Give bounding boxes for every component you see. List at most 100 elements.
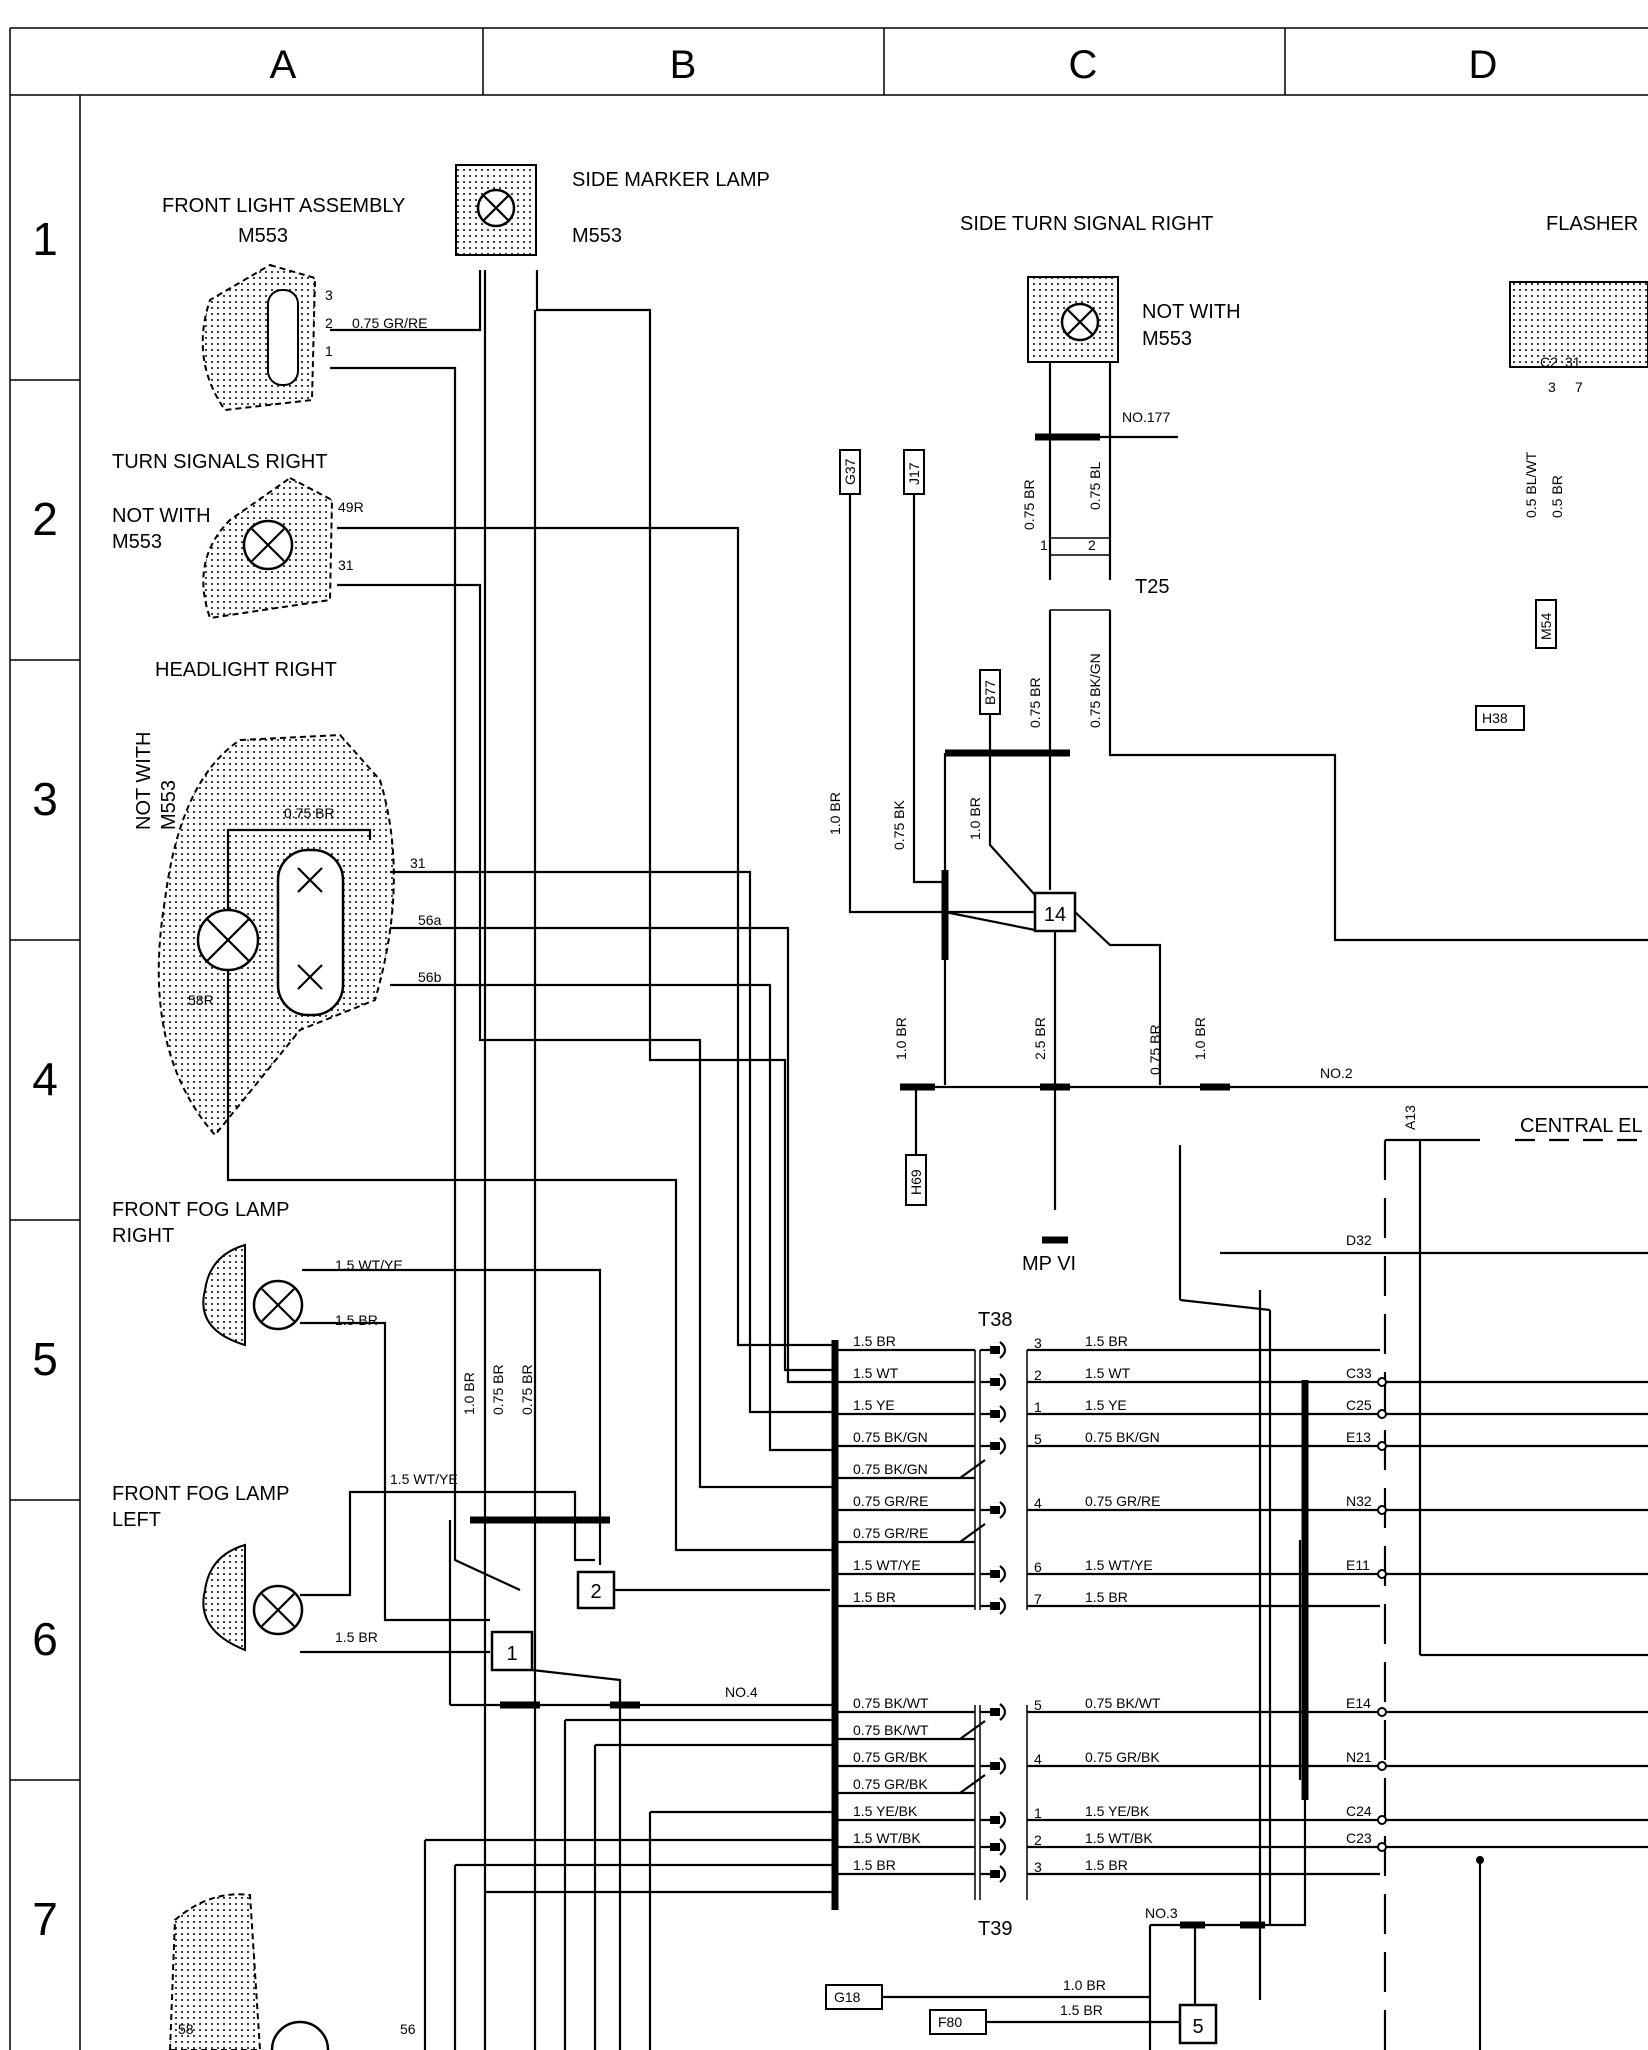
node-label: 1 <box>506 1643 517 1665</box>
plug-icon <box>999 1811 1007 1829</box>
wire-label: 0.75 BK/GN <box>1087 653 1103 728</box>
ref-label: H69 <box>908 1169 924 1195</box>
terminal-label: E13 <box>1346 1429 1371 1445</box>
t38-connector: T38 <box>831 1309 1309 1800</box>
wire-label: 0.75 BK/WT <box>853 1722 929 1738</box>
component-note: M553 <box>158 780 180 830</box>
row-header: 7 <box>32 1893 58 1945</box>
component-label-2: RIGHT <box>112 1225 174 1247</box>
pin-label: 1 <box>325 343 333 359</box>
row-header: 1 <box>32 213 58 265</box>
node-label: 5 <box>1192 2016 1203 2038</box>
wire-label: 0.75 BR <box>284 805 335 821</box>
wire-label: 0.75 BK/GN <box>853 1429 928 1445</box>
wire-label: 1.5 YE <box>853 1397 895 1413</box>
ref-label: G37 <box>842 458 858 485</box>
plug-icon <box>999 1405 1007 1423</box>
wire-label: 1.5 WT <box>853 1365 899 1381</box>
component-label: SIDE MARKER LAMP <box>572 169 770 191</box>
wire-label: 1.5 BR <box>1060 2002 1103 2018</box>
ground-point-label: NO.4 <box>725 1684 758 1700</box>
component-note: NOT WITH <box>112 505 211 527</box>
column-header: A <box>270 43 297 87</box>
ref-label: F80 <box>938 2014 962 2030</box>
wire-label: 0.75 BK/WT <box>1085 1695 1161 1711</box>
row-header: 5 <box>32 1333 58 1385</box>
pin-label: 4 <box>1034 1495 1042 1511</box>
wire-label: 1.5 BR <box>335 1629 378 1645</box>
pin-label: 3 <box>1034 1335 1042 1351</box>
flasher: FLASHER C2 31 3 7 0.5 BL/WT 0.5 BR <box>1509 213 1648 518</box>
node-box <box>1178 2003 1218 2045</box>
pin-label: 2 <box>1088 537 1096 553</box>
wire-label: 2.5 BR <box>1032 1017 1048 1060</box>
wire-label: 0.75 BR <box>1147 1024 1163 1075</box>
plug-icon <box>999 1865 1007 1883</box>
wire-label: 1.5 YE/BK <box>853 1803 918 1819</box>
wire-label: 0.75 GR/RE <box>352 315 427 331</box>
pin-label: 1 <box>1034 1805 1042 1821</box>
component-code: M553 <box>572 225 622 247</box>
wire-label: 0.75 BR <box>490 1364 506 1415</box>
column-header: C <box>1069 43 1098 87</box>
wire-label: 1.5 BR <box>1085 1857 1128 1873</box>
wire-label: 1.5 WT/BK <box>1085 1830 1153 1846</box>
pin-label: 5 <box>1034 1697 1042 1713</box>
ref-label: H38 <box>1482 710 1508 726</box>
pin-label: 56b <box>418 969 442 985</box>
bottom-left-lamp: 58 56 <box>168 1893 416 2050</box>
wire-label: 1.0 BR <box>1192 1017 1208 1060</box>
terminal-label: C24 <box>1346 1803 1372 1819</box>
wire-label: 0.75 GR/RE <box>853 1525 928 1541</box>
ground-label: MP VI <box>1022 1253 1076 1275</box>
row-header: 2 <box>32 493 58 545</box>
side-marker-lamp: SIDE MARKER LAMP M553 <box>455 164 770 256</box>
plug-icon <box>999 1757 1007 1775</box>
wire-label: 1.5 BR <box>853 1857 896 1873</box>
front-fog-lamp-left: FRONT FOG LAMP LEFT 1.5 WT/YE 1.5 BR <box>112 1471 458 1652</box>
wire-label: 0.75 BK/WT <box>853 1695 929 1711</box>
component-note: NOT WITH <box>133 731 155 830</box>
t25-connector: 0.75 BR 0.75 BL 1 2 T25 0.75 BR 0.75 BK/… <box>945 362 1648 942</box>
pin-label: C2 <box>1540 354 1558 370</box>
ref-label: B77 <box>982 680 998 705</box>
ref-label: M54 <box>1538 613 1554 640</box>
wire-label: 0.75 BR <box>1021 479 1037 530</box>
pin-label: 1 <box>1040 537 1048 553</box>
connector-row: 0.75 GR/BK <box>835 1774 986 1795</box>
terminal-label: D32 <box>1346 1232 1372 1248</box>
component-label: FRONT FOG LAMP <box>112 1483 289 1505</box>
node-label: 2 <box>590 1581 601 1603</box>
wire-label: 1.0 BR <box>461 1372 477 1415</box>
connector-label: T25 <box>1135 576 1169 598</box>
wire-label: 1.5 BR <box>1085 1589 1128 1605</box>
component-note: M553 <box>112 531 162 553</box>
ref-label: J17 <box>906 462 922 485</box>
node-label: 14 <box>1044 904 1066 926</box>
wire-label: 0.75 BK/GN <box>853 1461 928 1477</box>
central-el: A13 CENTRAL EL D32 <box>1220 1105 1648 2050</box>
wire-label: 0.75 GR/RE <box>853 1493 928 1509</box>
pin-label: 58 <box>178 2021 194 2037</box>
component-label-2: LEFT <box>112 1509 161 1531</box>
wire-label: 0.75 BL <box>1087 462 1103 510</box>
pin-label: 56a <box>418 912 442 928</box>
plug-icon <box>999 1437 1007 1455</box>
connector-row: 0.75 BK/GN <box>835 1459 986 1480</box>
wire-label: 1.5 BR <box>1085 1333 1128 1349</box>
row-headers: 1 2 3 4 5 6 7 <box>32 213 58 1945</box>
wire-label: 1.0 BR <box>893 1017 909 1060</box>
node-5-area: NO.3 1.0 BR 1.5 BR 5 <box>882 1140 1648 2050</box>
front-light-assembly: FRONT LIGHT ASSEMBLY M553 3 2 1 0.75 GR/… <box>162 195 427 412</box>
pin-label: 5 <box>1034 1431 1042 1447</box>
